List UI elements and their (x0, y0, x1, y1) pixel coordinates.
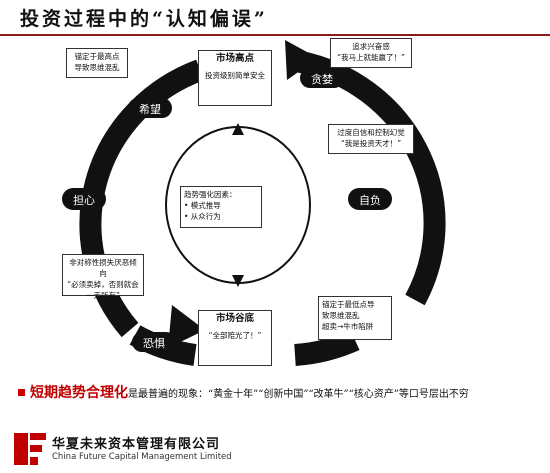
note-loss-aversion-line-3: 一无所有” (86, 291, 120, 300)
note-anchor-low-line-2: 致思维混乱 (322, 311, 360, 320)
note-loss-aversion-line-2: “必须卖掉，否则就会 (67, 280, 139, 289)
inner-arrow-up (232, 123, 244, 135)
pill-worry (62, 188, 106, 210)
label-worry: 担心 (73, 194, 95, 207)
note-anchor-high-line-1: 锚定于最高点 (74, 52, 120, 61)
note-anchor-low: 锚定于最低点导 致思维混乱 超卖→牛市陷阱 (318, 296, 392, 340)
label-confident: 自负 (359, 194, 381, 207)
note-excitement-line-2: “我马上就能赢了！” (337, 53, 405, 62)
note-anchor-high-line-2: 导致思维混乱 (74, 63, 120, 72)
market-top-box: 市场高点 投资级别简单安全 (198, 50, 272, 106)
title-divider (0, 34, 550, 36)
note-overconfidence-line-2: “我是投资天才！” (340, 139, 402, 148)
arrow-head-top-right (285, 40, 318, 80)
note-anchor-low-line-3: 超卖→牛市陷阱 (322, 322, 374, 331)
label-fear: 恐惧 (143, 337, 165, 350)
pill-confident (348, 188, 392, 210)
note-anchor-high: 锚定于最高点 导致思维混乱 (66, 48, 128, 78)
footer-text: 是最普遍的现象：“黄金十年”“创新中国”“改革牛”“核心资产”等口号层出不穷 (128, 389, 469, 400)
trend-factor-line-2: • 模式推导 (184, 201, 221, 210)
arrow-head-bottom-left (168, 305, 205, 348)
note-excitement-line-1: 追求兴奋感 (352, 42, 390, 51)
note-overconfidence-line-1: 过度自信和控制幻觉 (337, 128, 405, 137)
note-anchor-low-line-1: 锚定于最低点导 (322, 300, 375, 309)
market-bottom-text: “全部赔光了！” (208, 331, 262, 340)
market-bottom-heading: 市场谷底 (215, 313, 254, 324)
market-bottom-box: 市场谷底 “全部赔光了！” (198, 310, 272, 366)
label-greed: 贪婪 (311, 73, 333, 86)
footer-highlight: 短期趋势合理化 (30, 385, 128, 401)
trend-factor-box: 趋势强化因素： • 模式推导 • 从众行为 (180, 186, 262, 228)
pill-greed (300, 68, 344, 88)
note-excitement: 追求兴奋感 “我马上就能赢了！” (330, 38, 412, 68)
note-loss-aversion-line-1: 非对称性损失厌恶倾向 (69, 258, 137, 278)
bullet-square-icon (18, 389, 25, 396)
page-title: 投资过程中的“认知偏误” (20, 8, 268, 30)
note-overconfidence: 过度自信和控制幻觉 “我是投资天才！” (328, 124, 414, 154)
footer-statement: 短期趋势合理化是最普遍的现象：“黄金十年”“创新中国”“改革牛”“核心资产”等口… (18, 386, 538, 402)
cognitive-cycle-diagram (62, 40, 446, 366)
company-logo-icon (14, 433, 46, 465)
note-loss-aversion: 非对称性损失厌恶倾向 “必须卖掉，否则就会 一无所有” (62, 254, 144, 300)
company-name-cn: 华夏未来资本管理有限公司 (52, 437, 221, 452)
market-top-text: 投资级别简单安全 (205, 71, 265, 80)
trend-factor-line-3: • 从众行为 (184, 212, 221, 221)
ring-arc-right (288, 49, 446, 306)
label-hope: 希望 (139, 103, 161, 116)
ring-arc-bottom-right (294, 329, 360, 366)
company-name-en: China Future Capital Management Limited (52, 452, 232, 462)
inner-arrow-down (232, 275, 244, 287)
pill-fear (132, 332, 176, 352)
trend-factor-line-1: 趋势强化因素： (184, 190, 237, 199)
pill-hope (128, 98, 172, 118)
market-top-heading: 市场高点 (215, 53, 254, 64)
